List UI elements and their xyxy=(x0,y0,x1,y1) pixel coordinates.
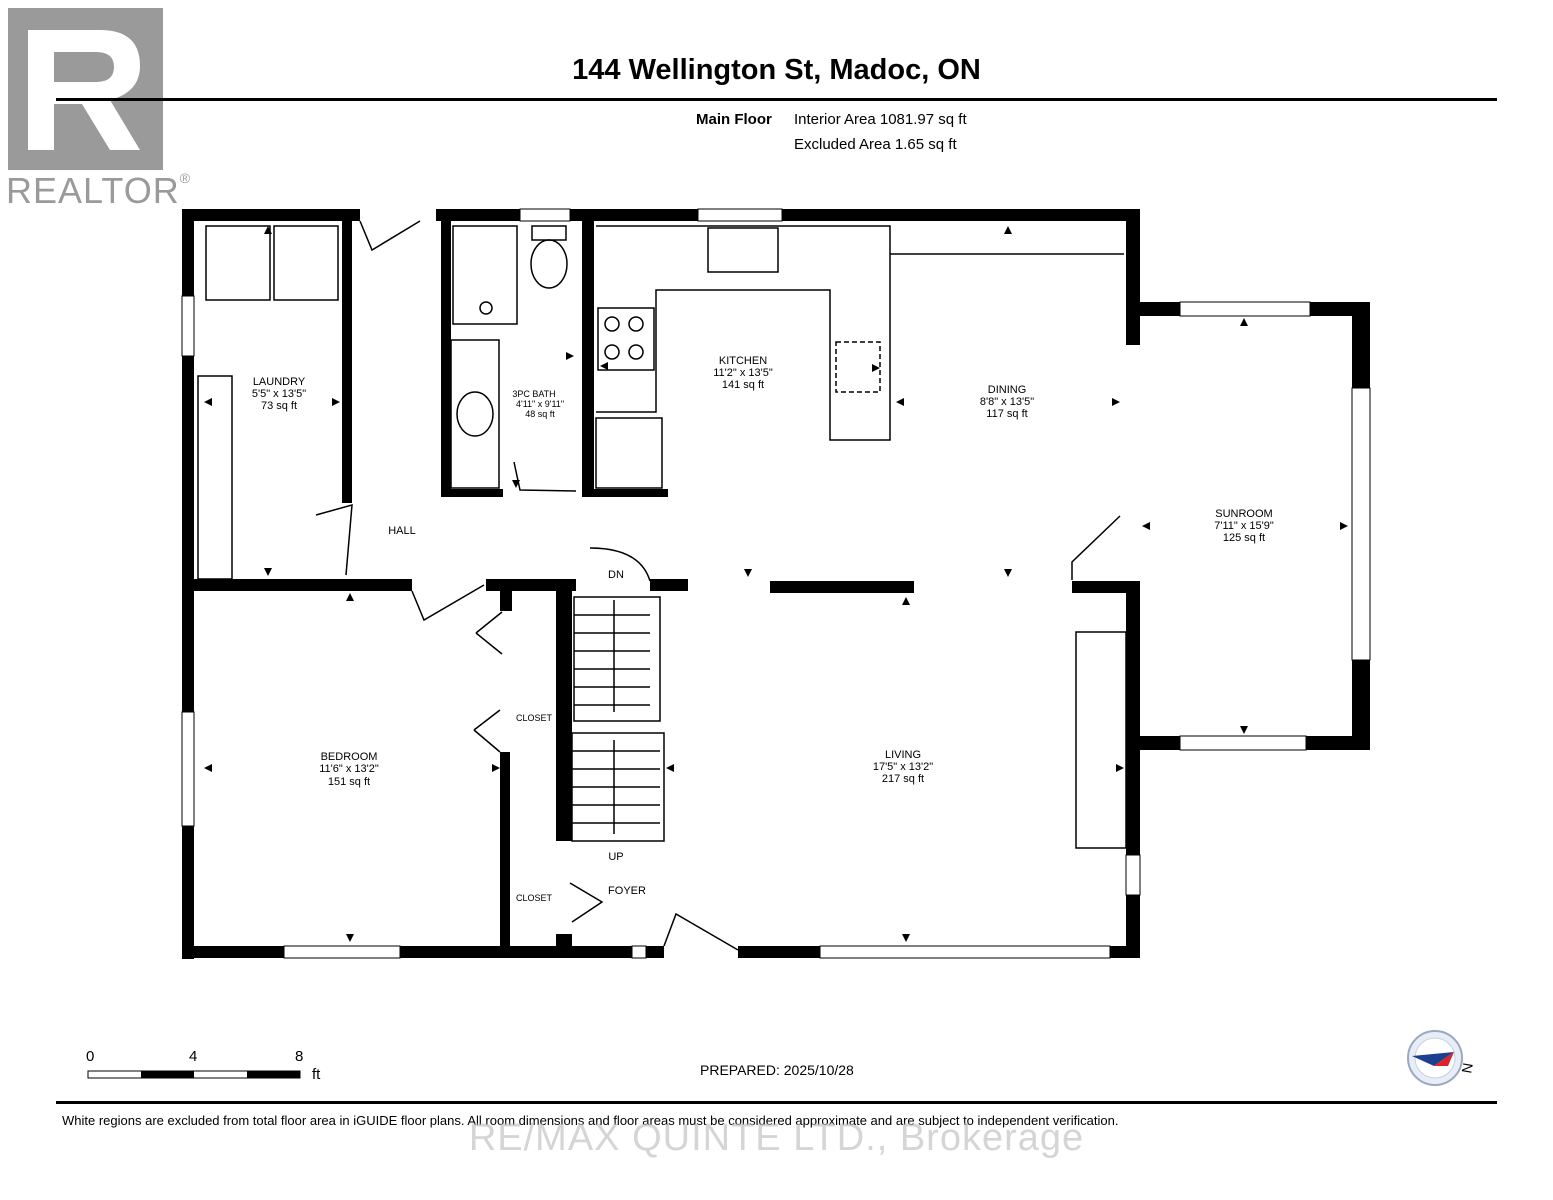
bath-dims: 4'11" x 9'11" xyxy=(516,399,564,409)
living-area: 217 sq ft xyxy=(882,773,924,785)
page-title: 144 Wellington St, Madoc, ON xyxy=(572,54,981,86)
excluded-area: Excluded Area 1.65 sq ft xyxy=(794,136,957,153)
scale-bar xyxy=(87,1070,301,1079)
sunroom-dims: 7'11" x 15'9" xyxy=(1214,520,1274,532)
bedroom-area: 151 sq ft xyxy=(328,776,370,788)
brokerage-watermark: RE/MAX QUINTE LTD., Brokerage xyxy=(468,1117,1085,1159)
kitchen-dims: 11'2" x 13'5" xyxy=(713,367,773,379)
dining-area: 117 sq ft xyxy=(986,408,1027,420)
closet-label: CLOSET xyxy=(516,713,553,723)
scale-tick-0: 0 xyxy=(86,1048,95,1065)
kitchen-area: 141 sq ft xyxy=(722,379,764,391)
living-dims: 17'5" x 13'2" xyxy=(873,761,933,773)
laundry-dims: 5'5" x 13'5" xyxy=(252,388,306,400)
scale-unit: ft xyxy=(312,1066,321,1083)
fixtures xyxy=(197,220,1127,951)
bath-name: 3PC BATH xyxy=(512,389,555,399)
registered-mark: ® xyxy=(179,170,192,186)
bath-area: 48 sq ft xyxy=(525,409,555,419)
floor-label: Main Floor xyxy=(696,111,772,128)
hall-label: HALL xyxy=(388,525,416,537)
windows xyxy=(181,208,1371,959)
foyer-label: FOYER xyxy=(608,885,646,897)
dining-dims: 8'8" x 13'5" xyxy=(980,396,1034,408)
realtor-wordmark: REALTOR® xyxy=(6,170,191,212)
dining-name: DINING xyxy=(988,384,1027,396)
room-labels: LAUNDRY 5'5" x 13'5" 73 sq ft 3PC BATH 4… xyxy=(252,355,1274,903)
header-rule xyxy=(56,98,1497,101)
closet-label: CLOSET xyxy=(516,893,553,903)
laundry-name: LAUNDRY xyxy=(253,376,306,388)
disclaimer-text: White regions are excluded from total fl… xyxy=(62,1113,1119,1128)
bedroom-dims: 11'6" x 13'2" xyxy=(319,763,379,775)
compass-icon xyxy=(1407,1030,1463,1086)
laundry-area: 73 sq ft xyxy=(261,400,297,412)
living-name: LIVING xyxy=(885,749,921,761)
bedroom-name: BEDROOM xyxy=(321,751,378,763)
prepared-date: PREPARED: 2025/10/28 xyxy=(700,1062,854,1078)
stairs-down-label: DN xyxy=(608,569,624,581)
sunroom-area: 125 sq ft xyxy=(1223,532,1265,544)
realtor-wordmark-text: REALTOR xyxy=(6,170,180,211)
view-markers xyxy=(204,226,1348,942)
realtor-logo-mark xyxy=(8,8,163,170)
footer-rule xyxy=(56,1101,1497,1104)
scale-tick-4: 4 xyxy=(189,1048,198,1065)
walls xyxy=(182,209,1370,959)
interior-area: Interior Area 1081.97 sq ft xyxy=(794,111,967,128)
kitchen-name: KITCHEN xyxy=(719,355,767,367)
realtor-logo xyxy=(0,0,180,210)
scale-tick-8: 8 xyxy=(295,1048,304,1065)
sunroom-name: SUNROOM xyxy=(1215,508,1272,520)
stairs-up-label: UP xyxy=(608,851,623,863)
compass-needle-accent xyxy=(1434,1052,1454,1066)
